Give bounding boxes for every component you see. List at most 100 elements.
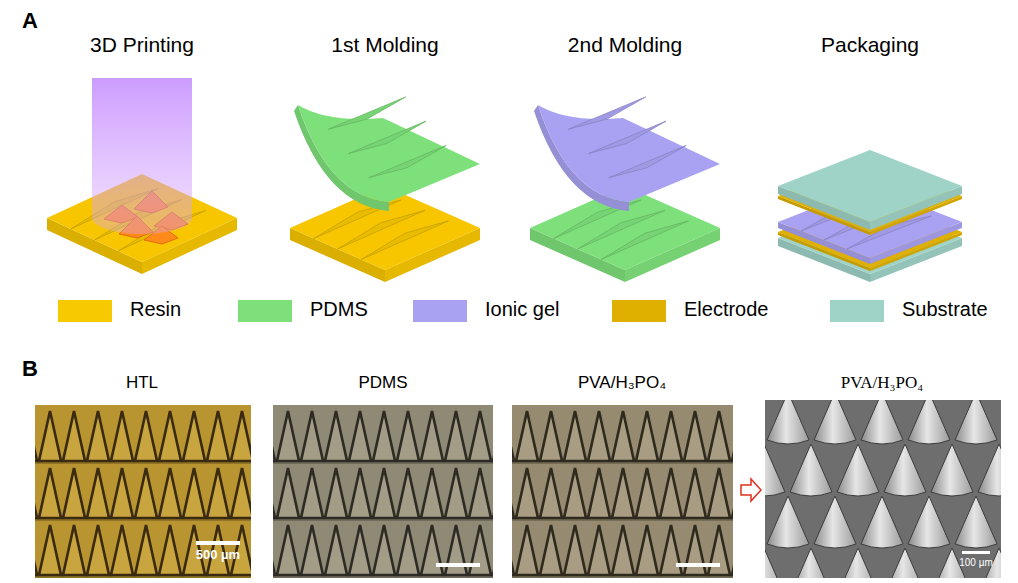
microstructure [732,525,733,575]
microstructure [87,411,109,461]
microstructure [35,525,37,575]
cone [861,400,903,444]
legend-label: PDMS [310,298,368,321]
microstructure [39,468,61,518]
microstructure [325,411,347,461]
microstructure [63,411,85,461]
microstructure [349,468,371,518]
scale-bar [436,563,480,567]
row-gap [512,462,733,463]
image-title: PVA/H₃PO₄ [578,373,666,393]
scale-bar [676,563,720,567]
microstructure [421,468,443,518]
microstructure [397,468,419,518]
cone [814,400,856,444]
legend-label: Ionic gel [485,298,560,321]
microstructure [277,525,299,575]
microstructure [636,525,658,575]
microstructure [421,525,443,575]
cone [790,548,832,578]
image-title: PDMS [358,373,407,393]
microstructure [516,525,538,575]
microstructure [564,411,586,461]
microstructure [159,468,181,518]
cone [955,496,997,548]
legend-label: Substrate [902,298,988,321]
microstructure [273,525,275,575]
microstructure [277,411,299,461]
cone [908,496,950,548]
microstructure [87,468,109,518]
microstructure [660,411,682,461]
microstructure [469,525,491,575]
microstructure [135,525,157,575]
microstructure [63,525,85,575]
microstructure [349,411,371,461]
row-gap [273,462,493,463]
micrograph-ground [512,405,733,578]
cone [765,548,785,578]
row-gap [35,462,251,463]
microstructure [516,468,538,518]
microstructure [636,411,658,461]
microstructure [183,411,205,461]
scale-bar [196,541,240,545]
scale-label: 100 µm [959,557,993,569]
legend-swatch [413,300,467,322]
microstructure [63,468,85,518]
panel-letter: B [22,356,38,381]
microstructure [540,468,562,518]
cone [790,444,832,496]
ridge [338,210,425,249]
microstructure [564,525,586,575]
legend-swatch [830,300,884,322]
step-title: 3D Printing [90,33,194,57]
legend-label: Resin [130,298,181,321]
micrograph-ground [273,405,493,578]
microstructure [564,468,586,518]
step-title: 2nd Molding [568,33,682,57]
microstructure [512,411,514,461]
microstructure [684,411,706,461]
microstructure [135,411,157,461]
microstructure [612,468,634,518]
microstructure [39,525,61,575]
legend-label: Electrode [684,298,769,321]
groove [589,121,666,153]
microstructure [273,411,275,461]
microstructure [87,525,109,575]
cone [955,400,997,444]
microstructure [708,525,730,575]
microstructure [708,468,730,518]
microstructure [301,525,323,575]
microstructure [512,468,514,518]
microstructure [588,411,610,461]
legend-swatch [238,300,292,322]
microstructure [512,525,514,575]
cone [767,400,809,444]
row-gap [512,519,733,520]
microstructure [111,468,133,518]
microstructure [35,411,37,461]
microstructure [660,468,682,518]
microstructure [277,468,299,518]
microstructure [135,468,157,518]
sem-image [720,392,1018,583]
microstructure [207,411,229,461]
legend-swatch [58,300,112,322]
micrograph-ground [35,405,251,578]
microstructure [708,411,730,461]
microstructure [325,525,347,575]
microstructure [231,411,251,461]
cone [837,444,879,496]
microstructure [349,525,371,575]
microstructure [159,411,181,461]
scale-label: 500 µm [196,548,240,563]
microstructure [397,411,419,461]
microstructure [732,411,733,461]
micrograph [492,405,754,578]
cone [884,548,926,578]
scale-bar [962,551,990,554]
